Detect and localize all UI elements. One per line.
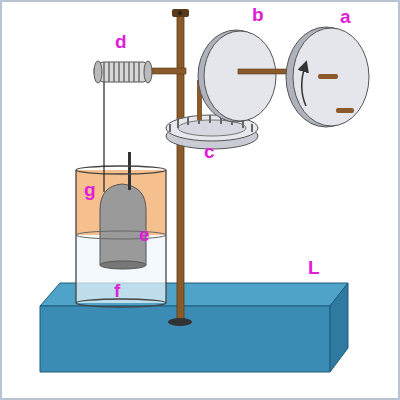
- part-label: g: [84, 180, 96, 199]
- part-label: f: [114, 281, 120, 300]
- part-label: d: [115, 32, 127, 51]
- part-label: e: [139, 225, 150, 244]
- part-label: c: [204, 142, 215, 161]
- part-label: L: [308, 258, 320, 277]
- part-label: a: [340, 7, 351, 26]
- part-label: b: [252, 5, 264, 24]
